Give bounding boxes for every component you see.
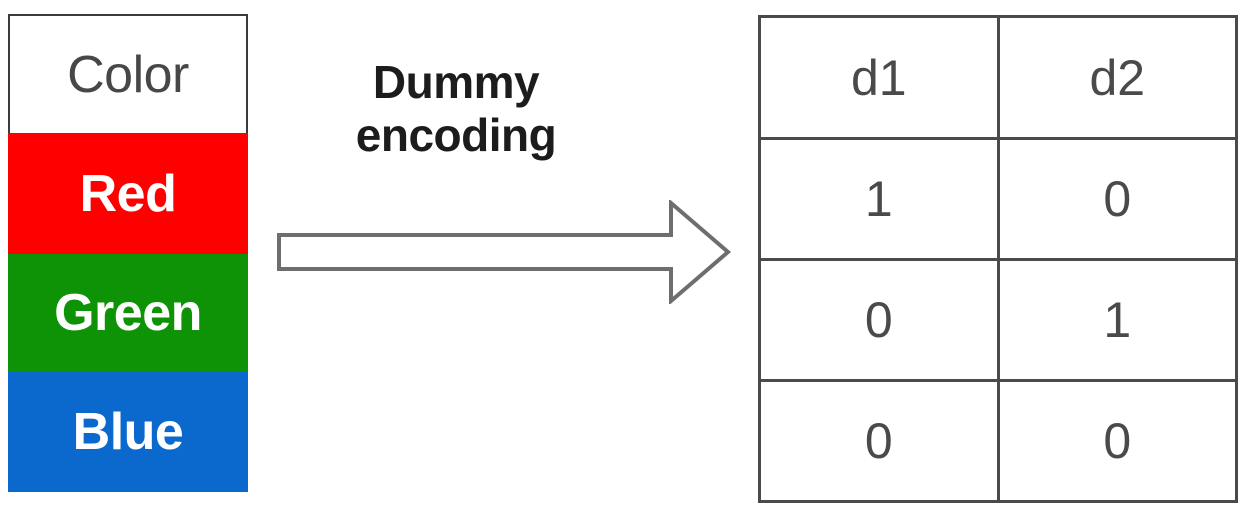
color-category-table: Color Red Green Blue — [8, 14, 248, 492]
encoded-table-header-row: d1 d2 — [758, 15, 1238, 140]
table-row: 1 0 — [758, 137, 1238, 261]
table-row: 0 0 — [758, 379, 1238, 503]
source-header-label: Color — [67, 46, 189, 104]
encoded-table-header-d1: d1 — [758, 15, 1000, 140]
color-swatch-label-green: Green — [54, 284, 202, 342]
transformation-caption-line-1: Dummy — [372, 56, 540, 108]
source-table-header-color: Color — [8, 14, 248, 134]
right-arrow-shape — [277, 200, 732, 304]
encoded-table-header-d2: d2 — [996, 15, 1238, 140]
encoded-cell-r1-d1: 0 — [758, 258, 1000, 382]
transformation-caption: Dummy encoding — [286, 56, 626, 163]
transformation-caption-line-2: encoding — [355, 109, 557, 162]
color-swatch-green: Green — [8, 254, 248, 372]
table-row: 0 1 — [758, 258, 1238, 382]
right-arrow-icon — [277, 200, 732, 304]
encoded-cell-r2-d2: 0 — [996, 379, 1238, 503]
dummy-encoded-table: d1 d2 1 0 0 1 0 0 — [758, 15, 1238, 503]
encoded-cell-r0-d2: 0 — [996, 137, 1238, 261]
encoded-cell-r2-d1: 0 — [758, 379, 1000, 503]
encoded-cell-r0-d1: 1 — [758, 137, 1000, 261]
color-swatch-label-red: Red — [79, 164, 177, 223]
encoded-cell-r1-d2: 1 — [996, 258, 1238, 382]
color-swatch-label-blue: Blue — [72, 403, 184, 461]
color-swatch-blue: Blue — [8, 372, 248, 492]
color-swatch-red: Red — [8, 133, 248, 254]
